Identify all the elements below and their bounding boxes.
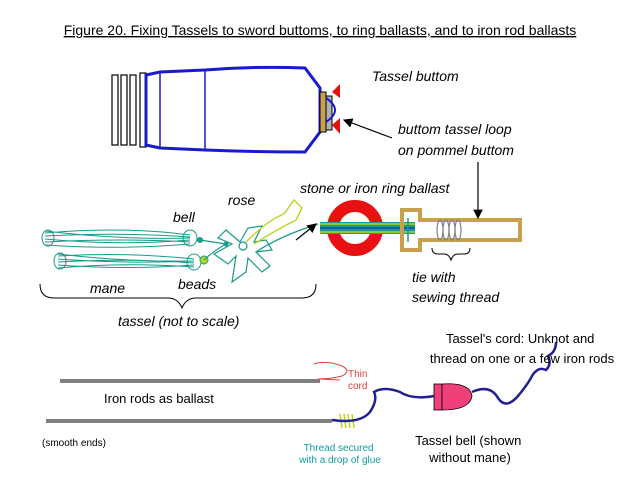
tie-line1: tie with: [412, 269, 456, 285]
buttom-tassel-loop: [400, 208, 522, 252]
tassel-bell-label: Tassel bell (shown without mane): [415, 433, 525, 465]
smooth-ends-label: (smooth ends): [42, 438, 106, 449]
iron-rods-label: Iron rods as ballast: [104, 391, 214, 406]
tassel-rose: [199, 198, 319, 284]
thread-secured-label: Thread secured with a drop of glue: [298, 443, 381, 466]
thin-cord-line1: Thin: [348, 369, 367, 380]
tassel-mane: [41, 229, 202, 271]
buttom-loop-line2: on pommel buttom: [398, 142, 514, 158]
sword-hilt: [111, 65, 322, 154]
ring-ballast: [320, 200, 415, 256]
pommel-buttom: [319, 84, 340, 134]
tassel-brace: [39, 283, 317, 310]
buttom-loop-line1: buttom tassel loop: [398, 121, 512, 137]
thin-cord-label: Thin cord: [348, 369, 370, 392]
tie-label: tie with sewing thread: [412, 269, 500, 305]
tassel-cord-label: Tassel's cord: Unknot and thread on one …: [430, 331, 615, 366]
tassel-bell-line1: Tassel bell (shown: [415, 433, 521, 448]
mane-label: mane: [90, 280, 125, 296]
tassel-not-to-scale-label: tassel (not to scale): [118, 313, 239, 329]
buttom-loop-label: buttom tassel loop on pommel buttom: [398, 121, 516, 158]
tassel-cord: [331, 341, 558, 423]
tassel-buttom-label: Tassel buttom: [372, 68, 459, 84]
beads-label: beads: [178, 276, 216, 292]
tassel-cord-line1: Tassel's cord: Unknot and: [446, 331, 594, 346]
tassel-bell-line2: without mane): [428, 450, 511, 465]
bell-label: bell: [173, 209, 196, 225]
rose-label: rose: [228, 192, 255, 208]
thread-secured-line1: Thread secured: [304, 443, 374, 454]
ring-ballast-label: stone or iron ring ballast: [300, 180, 451, 196]
thin-cord: [313, 361, 348, 381]
tie-brace: [431, 247, 471, 262]
thread-secured-line2: with a drop of glue: [298, 455, 381, 466]
tassel-bell: [433, 383, 473, 411]
tie-line2: sewing thread: [412, 289, 500, 305]
iron-rods: [46, 379, 332, 423]
buttom-loop-arrow: [342, 118, 393, 139]
sewing-thread-tie: [436, 219, 462, 241]
figure-title: Figure 20. Fixing Tassels to sword butto…: [64, 22, 577, 38]
rose-to-ring-arrow: [295, 223, 317, 241]
tassel-cord-line2: thread on one or a few iron rods: [430, 351, 615, 366]
thin-cord-line2: cord: [348, 381, 367, 392]
